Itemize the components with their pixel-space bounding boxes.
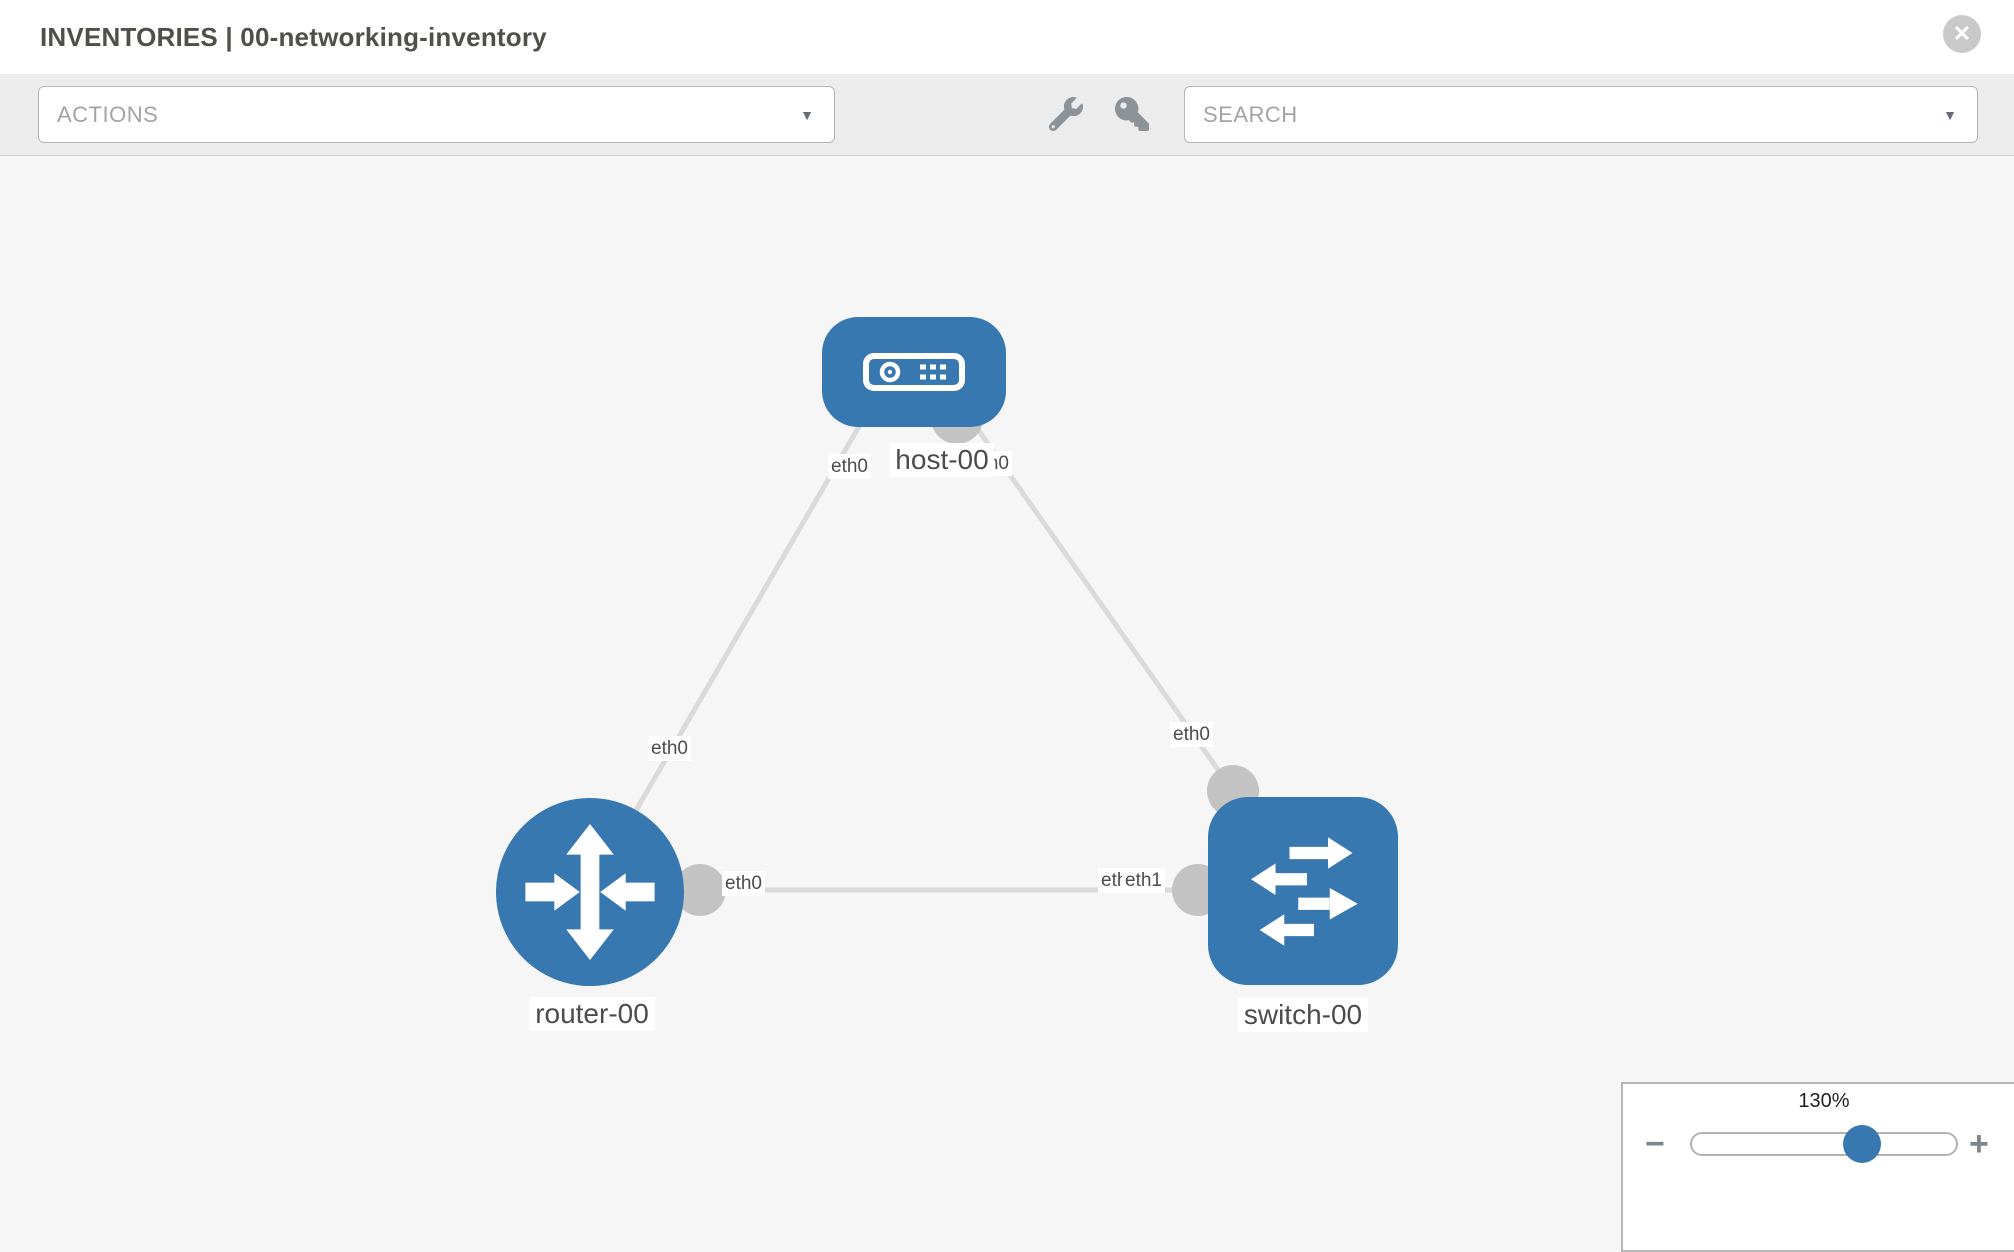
- node-label-router: router-00: [529, 997, 655, 1031]
- if-label-router-to-switch: eth0: [722, 871, 765, 896]
- host-icon: [854, 342, 974, 402]
- node-router-00[interactable]: [496, 798, 684, 986]
- zoom-out-icon[interactable]: −: [1645, 1125, 1665, 1163]
- node-label-switch: switch-00: [1237, 998, 1369, 1032]
- node-switch-00[interactable]: [1208, 797, 1398, 985]
- node-label-host: host-00: [889, 443, 995, 477]
- chevron-down-icon: ▼: [800, 106, 814, 123]
- actions-dropdown[interactable]: ACTIONS ▼: [38, 86, 835, 143]
- actions-dropdown-value: ACTIONS: [57, 101, 159, 127]
- close-icon[interactable]: ✕: [1943, 15, 1981, 53]
- search-dropdown-value: SEARCH: [1203, 101, 1298, 127]
- switch-icon: [1216, 804, 1391, 979]
- topology-canvas[interactable]: [0, 155, 2014, 1200]
- key-icon[interactable]: [1115, 97, 1149, 131]
- link-host-router[interactable]: [607, 378, 889, 857]
- zoom-level-label: 130%: [1798, 1090, 1850, 1112]
- if-label-switch-to-host: eth0: [1170, 722, 1213, 747]
- if-label-host-to-router: eth0: [828, 454, 871, 479]
- zoom-panel: 130% − +: [1621, 1082, 2014, 1252]
- page-title: INVENTORIES | 00-networking-inventory: [40, 22, 547, 52]
- zoom-slider-handle[interactable]: [1843, 1125, 1881, 1163]
- zoom-slider-track[interactable]: [1690, 1132, 1958, 1156]
- header: INVENTORIES | 00-networking-inventory ✕: [0, 0, 2014, 75]
- toolbar: ACTIONS ▼ SEARCH ▼: [0, 74, 2014, 156]
- chevron-down-icon: ▼: [1943, 106, 1957, 123]
- zoom-in-icon[interactable]: +: [1969, 1125, 1989, 1163]
- if-label-switch-to-router: eth1: [1122, 868, 1165, 893]
- topology-edges-layer: [607, 378, 1259, 916]
- if-label-router-to-host: eth0: [648, 736, 691, 761]
- node-host-00[interactable]: [822, 317, 1006, 427]
- port-router-eth: [674, 864, 726, 916]
- search-dropdown[interactable]: SEARCH ▼: [1184, 86, 1978, 143]
- wrench-icon[interactable]: [1048, 97, 1083, 132]
- router-icon: [505, 807, 675, 977]
